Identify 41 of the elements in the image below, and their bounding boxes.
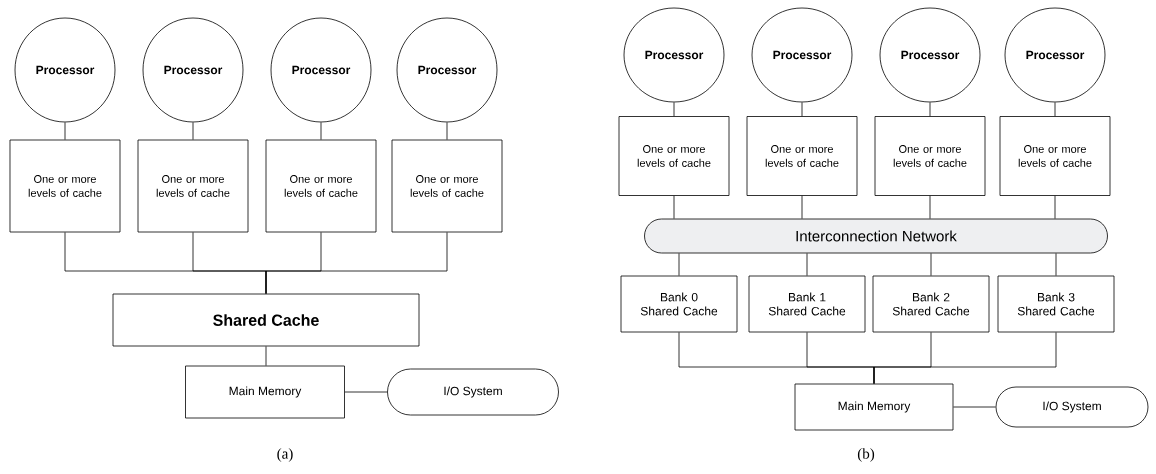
shared-cache-box: Shared Cache	[112, 293, 420, 347]
bank-box: Bank 3 Shared Cache	[997, 275, 1115, 333]
memory-box: Main Memory	[794, 383, 954, 431]
cache-box: One or more levels of cache	[265, 139, 377, 233]
io-system-pill: I/O System	[995, 386, 1149, 428]
interconnect-bar: Interconnection Network	[644, 218, 1108, 254]
cache-box: One or more levels of cache	[874, 116, 986, 196]
caption-label: (a)	[277, 448, 293, 462]
connector-line	[873, 332, 1057, 384]
connector-line	[265, 346, 267, 366]
connector-line	[320, 122, 322, 140]
cache-box: One or more levels of cache	[137, 139, 249, 233]
cache-box: One or more levels of cache	[391, 139, 503, 233]
bank-box: Bank 0 Shared Cache	[620, 275, 738, 333]
connector-line	[929, 195, 931, 219]
connector-line	[953, 406, 996, 408]
cache-box: One or more levels of cache	[999, 116, 1111, 196]
connector-line	[1054, 195, 1056, 219]
memory-box: Main Memory	[185, 365, 345, 419]
cache-box: One or more levels of cache	[9, 139, 121, 233]
cache-box: One or more levels of cache	[618, 116, 730, 196]
connector-line	[673, 195, 675, 219]
connector-line	[673, 102, 675, 117]
bank-box: Bank 1 Shared Cache	[748, 275, 866, 333]
connector-line	[344, 391, 388, 393]
connector-line	[1054, 102, 1056, 117]
connector-line	[678, 253, 680, 276]
connector-line	[64, 122, 66, 140]
connector-line	[192, 122, 194, 140]
io-system-pill: I/O System	[387, 368, 559, 416]
connector-line	[929, 102, 931, 117]
caption-label: (b)	[857, 448, 875, 462]
connector-line	[446, 122, 448, 140]
connector-line	[801, 195, 803, 219]
connector-line	[1055, 253, 1057, 276]
connector-line	[930, 253, 932, 276]
connector-line	[801, 102, 803, 117]
connector-line	[806, 253, 808, 276]
connector-line	[265, 232, 448, 294]
bank-box: Bank 2 Shared Cache	[872, 275, 990, 333]
cache-box: One or more levels of cache	[746, 116, 858, 196]
